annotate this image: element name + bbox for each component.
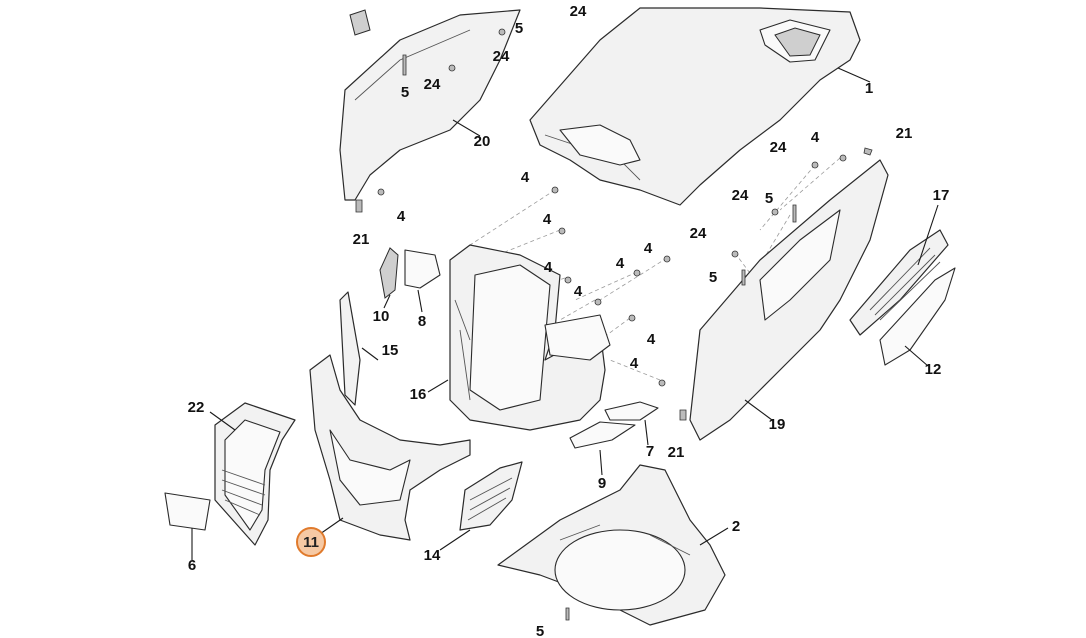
label-4-d: 4	[544, 259, 553, 276]
label-1: 1	[865, 80, 873, 97]
label-4-g: 4	[647, 331, 656, 348]
part-22-grille-cage[interactable]	[214, 402, 296, 546]
part-labels: 24 5 24 24 5 1 20 4 21 24 4 17 24 5 4 4 …	[188, 3, 950, 638]
label-4-b: 4	[543, 211, 552, 228]
label-9: 9	[598, 475, 606, 492]
label-20: 20	[474, 133, 491, 150]
part-20-side-cowl[interactable]	[339, 9, 521, 201]
label-22: 22	[188, 399, 205, 416]
label-4-cowl: 4	[397, 208, 406, 225]
part-16-dash-console[interactable]	[449, 244, 611, 431]
part-8-light-housing[interactable]	[404, 249, 441, 289]
label-12: 12	[925, 361, 942, 378]
label-8: 8	[418, 313, 426, 330]
label-4-c: 4	[644, 240, 653, 257]
label-19: 19	[769, 416, 786, 433]
part-1-hood[interactable]	[529, 7, 861, 206]
highlight-circle-11[interactable]	[296, 527, 326, 557]
part-2-floor-plate[interactable]	[497, 464, 726, 626]
label-14: 14	[424, 547, 441, 564]
fasteners	[355, 28, 873, 621]
part-12-cover-plate[interactable]	[879, 267, 956, 366]
part-15-side-strip[interactable]	[339, 291, 361, 406]
label-21-left: 21	[353, 231, 370, 248]
label-4-f: 4	[574, 283, 583, 300]
label-24-top: 24	[570, 3, 587, 20]
label-24-mid: 24	[732, 187, 749, 204]
label-21-bottom: 21	[668, 444, 685, 461]
label-15: 15	[382, 342, 399, 359]
label-5-top: 5	[515, 20, 523, 37]
label-5-bottom: 5	[536, 623, 544, 638]
label-4-e: 4	[616, 255, 625, 272]
part-11-front-bumper[interactable]	[309, 354, 471, 541]
label-2: 2	[732, 518, 740, 535]
label-4-right: 4	[811, 129, 820, 146]
label-24-right: 24	[770, 139, 787, 156]
label-6: 6	[188, 557, 196, 574]
part-19-side-panel[interactable]	[689, 159, 889, 441]
label-11-highlighted: 11	[303, 534, 319, 551]
part-7-lens[interactable]	[604, 401, 659, 421]
label-24-lower: 24	[690, 225, 707, 242]
part-6-plate[interactable]	[164, 492, 211, 531]
label-10: 10	[373, 308, 390, 325]
label-17: 17	[933, 187, 950, 204]
label-24-cowl: 24	[424, 76, 441, 93]
label-5-right: 5	[709, 269, 717, 286]
label-4-h: 4	[630, 355, 639, 372]
label-16: 16	[410, 386, 427, 403]
part-14-grille-insert[interactable]	[459, 461, 523, 531]
label-5-cowl: 5	[401, 84, 409, 101]
label-7: 7	[646, 443, 654, 460]
label-5-mid: 5	[765, 190, 773, 207]
leader-lines	[191, 67, 939, 560]
label-24-upper: 24	[493, 48, 510, 65]
part-10-lens[interactable]	[379, 247, 399, 299]
label-4-a: 4	[521, 169, 530, 186]
label-21-right: 21	[896, 125, 913, 142]
part-9-lens[interactable]	[569, 421, 636, 449]
